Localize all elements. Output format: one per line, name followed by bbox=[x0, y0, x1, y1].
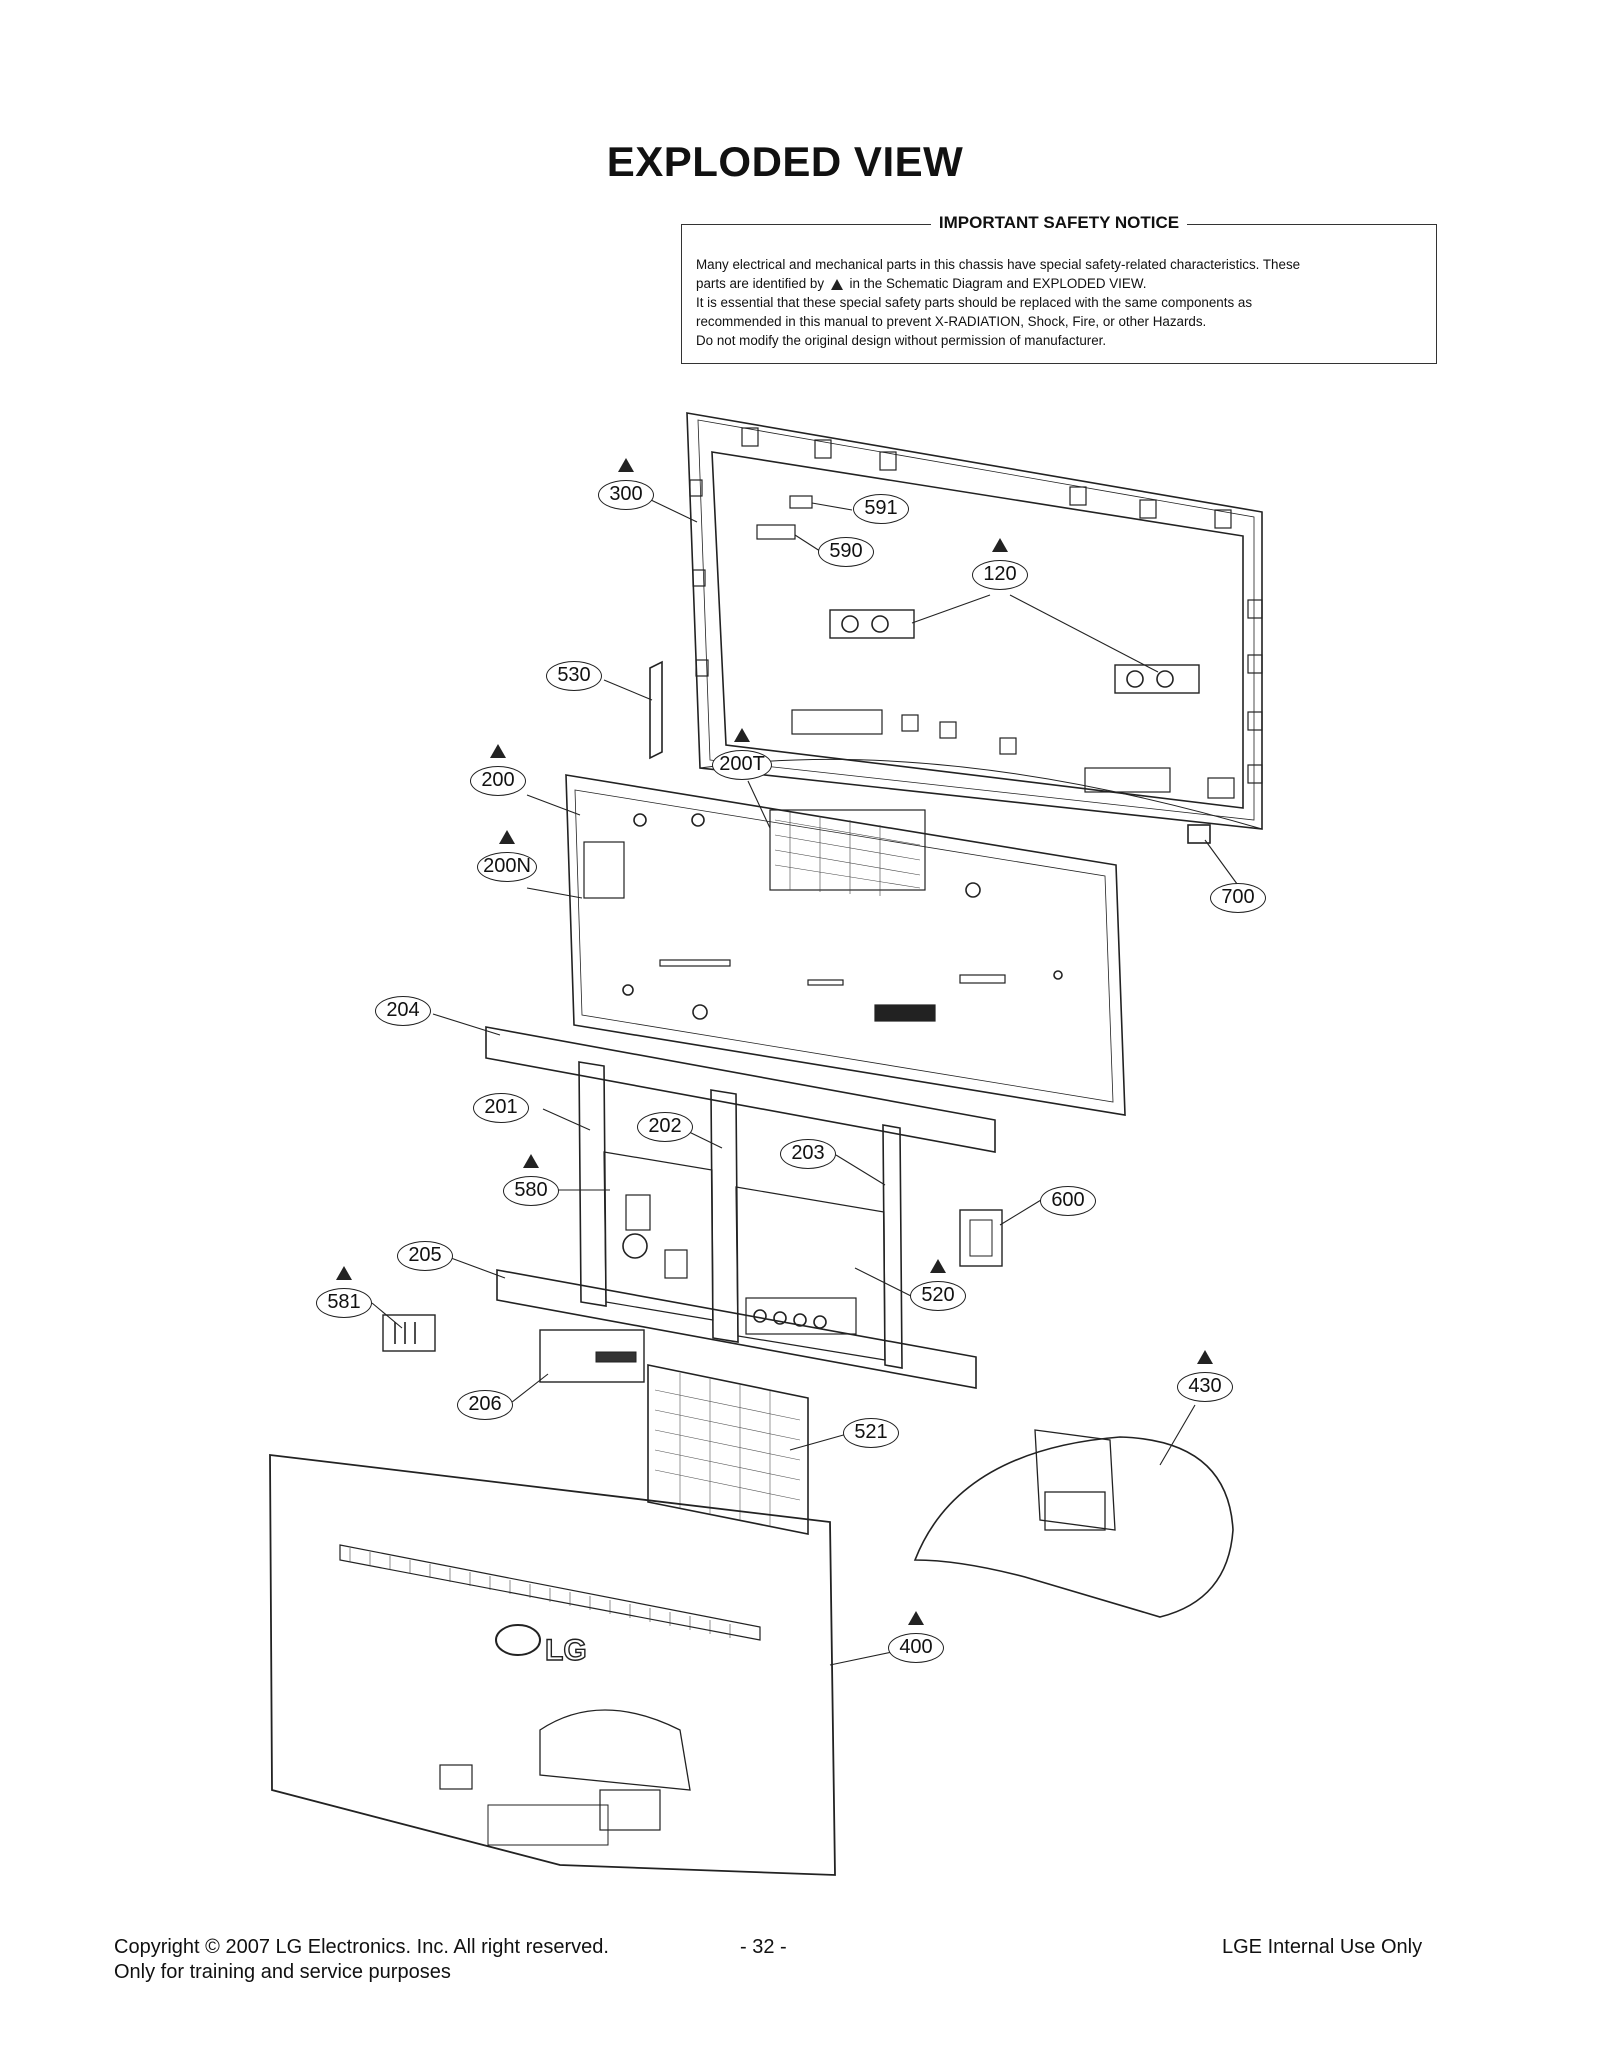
callout-202: 202 bbox=[637, 1112, 693, 1142]
callout-201: 201 bbox=[473, 1093, 529, 1123]
part-206-bracket bbox=[539, 1329, 645, 1383]
notice-line-2: parts are identified by in the Schematic… bbox=[696, 274, 1422, 293]
callout-530: 530 bbox=[546, 661, 602, 691]
footer-page-number: - 32 - bbox=[740, 1936, 787, 1958]
callout-400: 400 bbox=[888, 1633, 944, 1663]
callout-700: 700 bbox=[1210, 883, 1266, 913]
callout-204: 204 bbox=[375, 996, 431, 1026]
footer-left: Copyright © 2007 LG Electronics. Inc. Al… bbox=[114, 1935, 609, 1985]
notice-line-2-pre: parts are identified by bbox=[696, 276, 825, 291]
callout-203: 203 bbox=[780, 1139, 836, 1169]
stand-430 bbox=[913, 1429, 1234, 1618]
callout-200: 200 bbox=[470, 766, 526, 796]
page-title: EXPLODED VIEW bbox=[606, 138, 964, 185]
rail-204 bbox=[485, 1026, 996, 1153]
warning-triangle-icon bbox=[734, 728, 750, 742]
part-700 bbox=[1187, 824, 1211, 844]
part-530-strip bbox=[649, 660, 663, 760]
footer-purpose: Only for training and service purposes bbox=[114, 1961, 451, 1983]
front-bezel bbox=[686, 412, 1263, 830]
callout-205: 205 bbox=[397, 1241, 453, 1271]
warning-triangle-icon bbox=[523, 1154, 539, 1168]
warning-triangle-icon bbox=[830, 278, 843, 290]
notice-line-1: Many electrical and mechanical parts in … bbox=[696, 257, 1301, 272]
part-600-bracket bbox=[959, 1209, 1003, 1267]
notice-line-4: recommended in this manual to prevent X-… bbox=[696, 314, 1207, 329]
warning-triangle-icon bbox=[618, 458, 634, 472]
safety-notice-box: IMPORTANT SAFETY NOTICE Many electrical … bbox=[681, 213, 1437, 364]
warning-triangle-icon bbox=[992, 538, 1008, 552]
warning-triangle-icon bbox=[499, 830, 515, 844]
notice-line-5: Do not modify the original design withou… bbox=[696, 333, 1107, 348]
chassis-frame bbox=[565, 774, 1126, 1116]
callout-600: 600 bbox=[1040, 1186, 1096, 1216]
notice-line-3: It is essential that these special safet… bbox=[696, 295, 1253, 310]
callout-590: 590 bbox=[818, 537, 874, 567]
warning-triangle-icon bbox=[490, 744, 506, 758]
notice-line-2-post: in the Schematic Diagram and EXPLODED VI… bbox=[849, 276, 1147, 291]
callout-521: 521 bbox=[843, 1418, 899, 1448]
safety-notice-heading: IMPORTANT SAFETY NOTICE bbox=[930, 213, 1188, 232]
callout-520: 520 bbox=[910, 1281, 966, 1311]
callout-120: 120 bbox=[972, 560, 1028, 590]
main-board-520 bbox=[735, 1186, 886, 1361]
callout-581: 581 bbox=[316, 1288, 372, 1318]
warning-triangle-icon bbox=[908, 1611, 924, 1625]
warning-triangle-icon bbox=[1197, 1350, 1213, 1364]
vertical-brackets bbox=[578, 1061, 903, 1369]
footer-copyright: Copyright © 2007 LG Electronics. Inc. Al… bbox=[114, 1936, 609, 1958]
back-cover-400: LG bbox=[269, 1453, 836, 1876]
callout-300: 300 bbox=[598, 480, 654, 510]
callout-430: 430 bbox=[1177, 1372, 1233, 1402]
safety-notice-text: Many electrical and mechanical parts in … bbox=[696, 255, 1422, 350]
part-581-module bbox=[382, 1314, 436, 1352]
callout-580: 580 bbox=[503, 1176, 559, 1206]
callout-206: 206 bbox=[457, 1390, 513, 1420]
warning-triangle-icon bbox=[336, 1266, 352, 1280]
callout-200t: 200T bbox=[712, 750, 772, 780]
warning-triangle-icon bbox=[930, 1259, 946, 1273]
callout-200n: 200N bbox=[477, 852, 537, 882]
footer-usage: LGE Internal Use Only bbox=[1222, 1936, 1423, 1958]
power-board-580 bbox=[603, 1151, 714, 1321]
rail-205 bbox=[496, 1269, 977, 1389]
lg-logo-text: LG bbox=[545, 1634, 587, 1667]
leader-lines bbox=[371, 499, 1241, 1666]
callout-591: 591 bbox=[853, 494, 909, 524]
shield-521 bbox=[647, 1364, 809, 1535]
